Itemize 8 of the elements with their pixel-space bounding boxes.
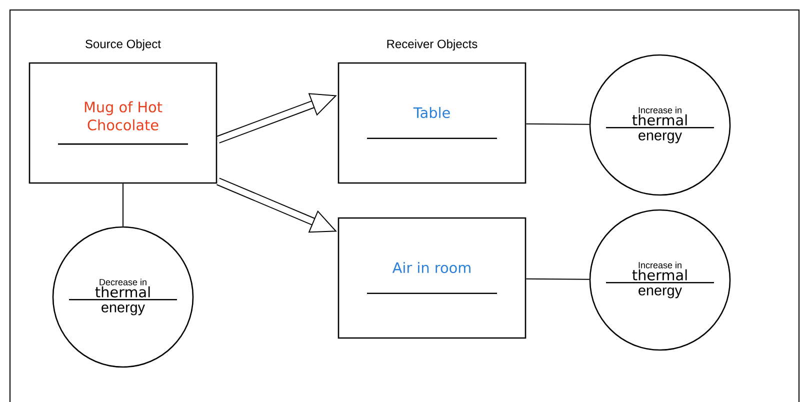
receiver-box: Table [338, 62, 526, 184]
receiver-box: Air in room [338, 217, 526, 339]
source-box: Mug of Hot Chocolate [28, 62, 218, 184]
heading: Source Object [86, 39, 161, 51]
connector-line [526, 123, 590, 125]
connector-line [122, 183, 124, 227]
heading: Receiver Objects [387, 39, 478, 51]
connector-line [526, 278, 590, 280]
